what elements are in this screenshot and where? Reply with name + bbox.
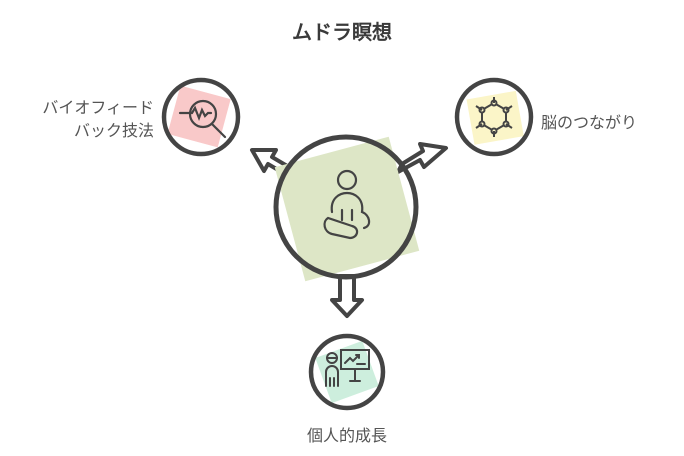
diagram-title: ムドラ瞑想 (292, 20, 392, 44)
node-label-brain-connections: 脳のつながり (541, 113, 638, 132)
arrow-right (396, 142, 448, 174)
presentation-growth-icon (325, 349, 370, 387)
label-line: バイオフィード (42, 98, 154, 117)
neural-network-icon (475, 97, 513, 137)
meditation-person-icon (323, 169, 371, 240)
node-biofeedback (161, 77, 241, 157)
label-line: バック技法 (73, 121, 154, 140)
biofeedback-magnifier-icon (178, 99, 227, 139)
node-personal-growth (308, 333, 386, 411)
node-label-biofeedback: バイオフィードバック技法 (42, 96, 154, 142)
node-label-personal-growth: 個人的成長 (306, 426, 387, 445)
arrow-down (330, 274, 364, 318)
node-brain-connections (454, 77, 534, 157)
center-node (273, 134, 420, 282)
